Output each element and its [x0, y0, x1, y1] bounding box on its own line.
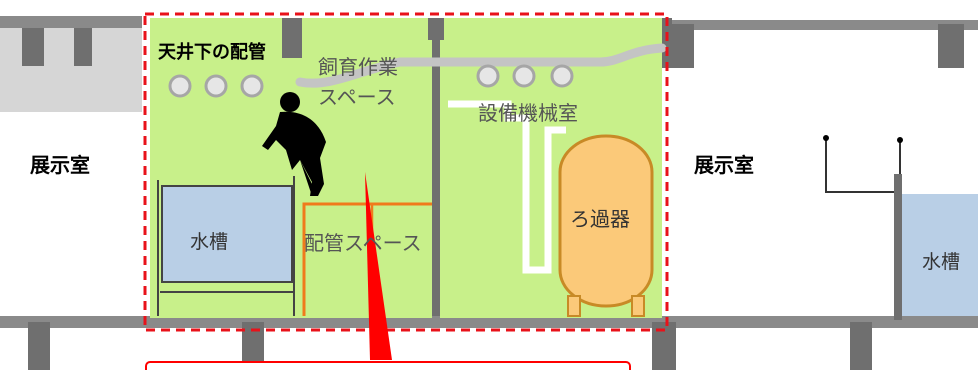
left-ceiling-beam-2: [74, 28, 92, 66]
pipe-section-3: [240, 74, 264, 98]
water-tank-left: [161, 185, 293, 283]
partition-wall-top: [428, 18, 444, 40]
pipe-section-5: [512, 64, 536, 88]
pipe-section-2: [204, 74, 228, 98]
water-tank-right: [902, 194, 978, 316]
exhibition-room-left-label: 展示室: [30, 153, 90, 177]
left-upper-block: [0, 24, 142, 112]
right-ceiling-slab: [668, 20, 978, 30]
back-right-wall-top: [662, 18, 672, 68]
left-tank-group: [157, 176, 295, 316]
piping-space-label: 配管スペース: [304, 231, 422, 255]
right-exhibit-elements: [823, 135, 978, 320]
equipment-room-label: 設備機械室: [478, 101, 578, 125]
filter-foot-left: [567, 295, 581, 317]
floor-column-1: [28, 322, 50, 370]
right-wall-post: [894, 174, 902, 320]
pipe-section-1: [168, 74, 192, 98]
highlight-boundary: [143, 12, 669, 332]
left-ceiling-beam: [22, 28, 44, 66]
partition-wall: [432, 30, 440, 316]
exhibition-room-right-label: 展示室: [694, 153, 754, 177]
floor-column-4: [850, 322, 872, 370]
right-ceiling-beam-2: [938, 24, 964, 68]
back-top-beam: [282, 18, 302, 58]
piping-under-ceiling-label: 天井下の配管: [158, 41, 266, 63]
rearing-work-space-label-1: 飼育作業: [318, 55, 398, 79]
right-ceiling-beam: [668, 24, 694, 68]
rearing-work-space-label-2: スペース: [318, 85, 396, 109]
building-structure: [0, 16, 978, 370]
pipe-section-6: [550, 64, 574, 88]
ceiling-pipes: [168, 43, 667, 274]
crouching-worker-icon: [262, 92, 326, 196]
pipe-section-4: [476, 64, 500, 88]
main-pipe-run: [295, 43, 667, 88]
filter-tank: [558, 134, 654, 317]
right-pipe-1: [825, 140, 896, 193]
piping-space-outline: [302, 202, 432, 316]
left-ceiling-slab: [0, 16, 142, 28]
red-callout-arrow: [145, 172, 631, 370]
filter-label: ろ過器: [570, 207, 630, 231]
floor-column-2: [242, 322, 264, 370]
right-pipe-1-cap: [823, 135, 829, 141]
water-tank-left-label: 水槽: [190, 231, 228, 253]
right-pipe-2-cap: [897, 137, 903, 143]
water-tank-right-label: 水槽: [922, 251, 960, 273]
filter-foot-right: [631, 295, 645, 317]
equipment-pipe-white: [448, 100, 566, 274]
